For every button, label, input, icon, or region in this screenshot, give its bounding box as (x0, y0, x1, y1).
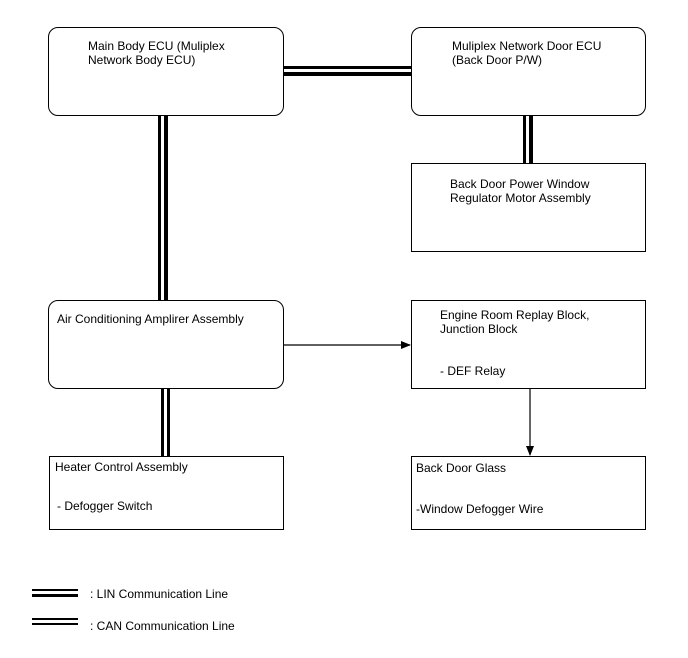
back-door-glass-label-line1: Back Door Glass (416, 461, 507, 475)
lin-line-door-to-motor (523, 116, 533, 163)
relay-block-label-line3: - DEF Relay (440, 364, 506, 378)
door-ecu-label-line2: (Back Door P/W) (452, 53, 543, 67)
heater-control-box (49, 456, 284, 530)
back-door-glass-label-line2: -Window Defogger Wire (416, 502, 544, 516)
main-body-ecu-label-line2: Network Body ECU) (88, 53, 196, 67)
motor-label-line1: Back Door Power Window (450, 177, 590, 191)
lin-line-body-to-door (284, 66, 411, 76)
ac-amplifier-label: Air Conditioning Amplirer Assembly (57, 312, 244, 326)
legend-can-label: : CAN Communication Line (90, 619, 235, 633)
heater-control-label-line1: Heater Control Assembly (55, 460, 188, 474)
can-line-ac-to-heater (161, 389, 170, 456)
main-body-ecu-label-line1: Main Body ECU (Muliplex (88, 39, 225, 53)
relay-block-label-line2: Junction Block (440, 322, 518, 336)
door-ecu-box (411, 27, 646, 116)
lin-line-body-to-ac (158, 116, 168, 301)
relay-block-box (411, 300, 646, 389)
legend-lin-label: : LIN Communication Line (90, 587, 229, 601)
motor-box (411, 163, 646, 252)
heater-control-label-line2: - Defogger Switch (57, 499, 153, 513)
ac-amplifier-box (48, 300, 284, 389)
legend-can-symbol (32, 618, 78, 625)
legend-lin-symbol (32, 589, 78, 597)
door-ecu-label-line1: Muliplex Network Door ECU (452, 39, 602, 53)
main-body-ecu-box (48, 27, 284, 116)
motor-label-line2: Regulator Motor Assembly (450, 191, 591, 205)
relay-block-label-line1: Engine Room Replay Block, (440, 308, 590, 322)
back-door-glass-box (411, 456, 646, 530)
